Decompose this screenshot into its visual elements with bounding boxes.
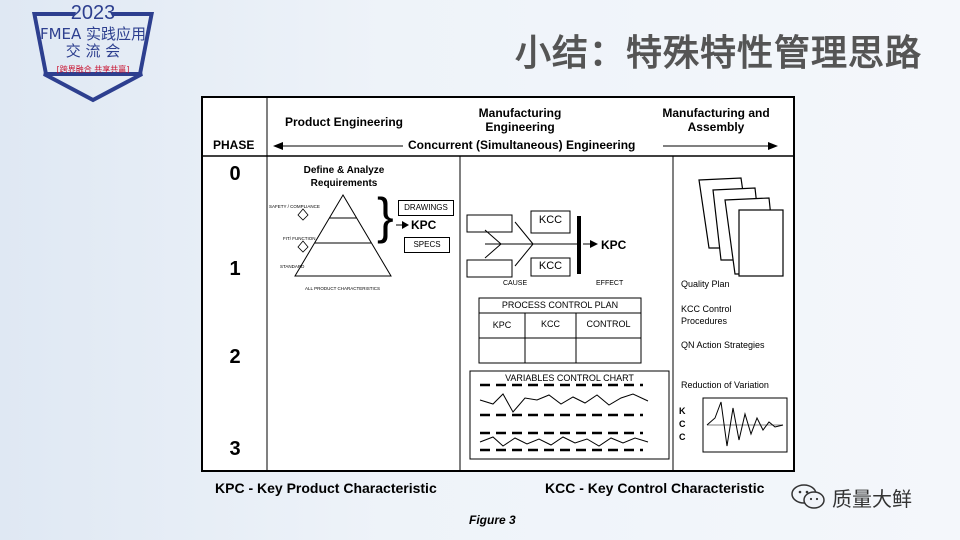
kpc-label: KPC: [411, 218, 437, 232]
figure-panel: PHASE 0 1 2 3 Product Engineering Manufa…: [201, 96, 795, 472]
vcc-title: VARIABLES CONTROL CHART: [505, 373, 634, 383]
logo-slogan: [跨界融合 共享共赢]: [56, 65, 130, 74]
product-engineering-label: Product Engineering: [285, 115, 404, 129]
define-analyze-label: Define & Analyze Requirements: [303, 165, 385, 189]
phase-1: 1: [229, 258, 241, 280]
figure-caption: Figure 3: [469, 513, 516, 527]
manufacturing-assembly-label: Manufacturing and Assembly: [662, 106, 770, 134]
drawings-box: DRAWINGS: [398, 200, 454, 216]
pyramid-standard-label: STANDARD: [280, 264, 305, 269]
phase-2: 2: [229, 346, 241, 368]
kcc-vertical-c1: C: [679, 419, 686, 429]
logo-line2: 交 流 会: [65, 42, 121, 60]
kcc-vertical-k: K: [679, 406, 686, 416]
watermark-text: 质量大鲜: [832, 487, 912, 511]
event-logo: 2023 FMEA 实践应用 交 流 会 [跨界融合 共享共赢]: [18, 2, 168, 104]
logo-line1: FMEA 实践应用: [39, 25, 147, 43]
qn-action-strategies-label: QN Action Strategies: [681, 340, 765, 350]
phase-header: PHASE: [213, 138, 255, 152]
pcp-col-kpc: KPC: [492, 320, 512, 330]
fishbone-effect: EFFECT: [596, 280, 624, 287]
slide-title: 小结：特殊特性管理思路: [514, 33, 922, 74]
wechat-icon: [790, 482, 828, 517]
specs-box: SPECS: [404, 237, 450, 253]
legend-kpc: KPC - Key Product Characteristic: [215, 480, 437, 496]
quality-plan-label: Quality Plan: [681, 279, 730, 289]
fishbone-cause: CAUSE: [503, 280, 528, 287]
fishbone-kpc: KPC: [601, 238, 627, 252]
reduction-variation-label: Reduction of Variation: [681, 380, 769, 390]
kcc-vertical-c2: C: [679, 432, 686, 442]
legend-kcc: KCC - Key Control Characteristic: [545, 480, 765, 496]
manufacturing-engineering-label: Manufacturing Engineering: [478, 106, 562, 134]
phase-0: 0: [229, 163, 241, 185]
fishbone-kcc-top: KCC: [538, 214, 563, 226]
pcp-col-kcc: KCC: [540, 319, 560, 329]
brace-glyph: }: [377, 188, 394, 244]
figure-graphics: [203, 98, 793, 470]
phase-3: 3: [229, 438, 241, 460]
pyramid-fit-label: FIT/ FUNCTION: [283, 236, 316, 241]
pyramid-safety-label: SAFETY / COMPLIANCE: [269, 204, 320, 209]
pcp-col-control: CONTROL: [586, 319, 631, 329]
kcc-control-procedures-label: KCC Control Procedures: [681, 304, 732, 326]
pyramid-base-label: ALL PRODUCT CHARACTERISTICS: [305, 286, 381, 291]
fishbone-kcc-bottom: KCC: [538, 260, 563, 272]
pcp-title: PROCESS CONTROL PLAN: [501, 300, 619, 310]
logo-year: 2023: [70, 2, 116, 24]
concurrent-engineering-label: Concurrent (Simultaneous) Engineering: [408, 138, 636, 152]
